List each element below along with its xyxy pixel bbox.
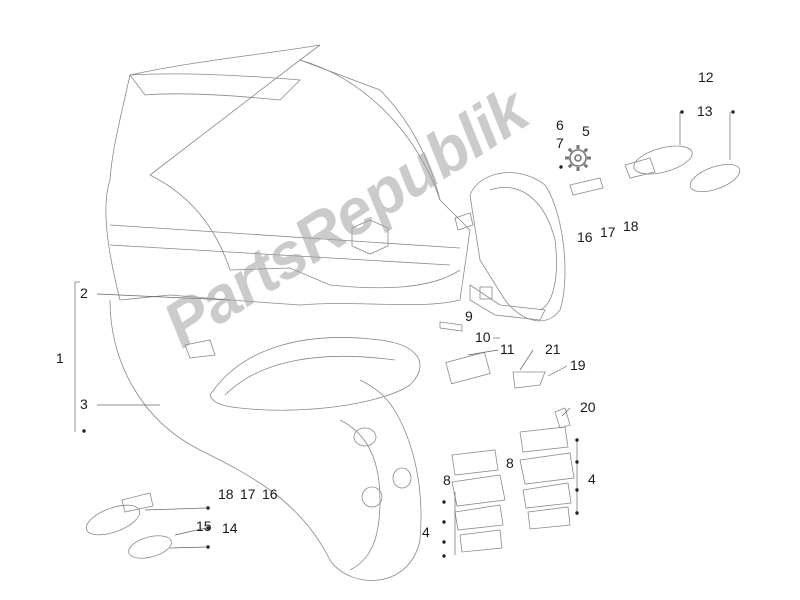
callout-2: 2 <box>80 285 88 301</box>
callout-10: 10 <box>475 329 491 345</box>
rear-light-housing <box>469 172 566 322</box>
bulb-5-7 <box>454 212 474 231</box>
callout-18-right: 18 <box>623 218 639 234</box>
callout-21: 21 <box>545 341 561 357</box>
bulb-socket-lower-left <box>121 492 154 513</box>
bracket-clip <box>479 286 493 300</box>
callout-4-left: 4 <box>422 524 430 540</box>
windshield-top <box>129 73 301 101</box>
bulbs-16-18 <box>569 177 604 196</box>
front-shield-outline <box>105 44 471 306</box>
callout-16-left: 16 <box>262 486 278 502</box>
callout-9: 9 <box>465 308 473 324</box>
fender-hole-3 <box>361 486 383 508</box>
callout-18-left: 18 <box>218 486 234 502</box>
headlight-lens-line <box>224 355 396 396</box>
fender-hole-1 <box>353 427 377 447</box>
turn-signal-lens-12 <box>633 145 693 175</box>
callout-3: 3 <box>80 396 88 412</box>
callout-11: 11 <box>500 341 515 357</box>
turn-signal-lens-14 <box>128 535 172 559</box>
rear-light-bracket <box>469 284 546 321</box>
callout-7: 7 <box>556 135 564 151</box>
bulb-socket-left <box>184 339 216 359</box>
clip-21-19 <box>512 371 546 389</box>
gear-icon <box>565 145 591 171</box>
reflector-11 <box>445 351 491 385</box>
turn-signal-lens-15 <box>85 504 141 536</box>
callout-16-right: 16 <box>577 229 593 245</box>
callout-12: 12 <box>698 69 714 85</box>
callout-1: 1 <box>56 350 64 366</box>
screw-10 <box>439 321 463 332</box>
callout-13: 13 <box>697 103 713 119</box>
callout-dots <box>82 110 735 558</box>
rear-light-lens <box>489 187 557 311</box>
callout-8-left: 8 <box>443 472 451 488</box>
screw-20 <box>554 407 571 429</box>
stripe-upper <box>109 224 461 249</box>
plate-bracket-right <box>519 426 575 530</box>
leader-lines <box>74 112 731 555</box>
callout-4-right: 4 <box>588 471 596 487</box>
callout-17-left: 17 <box>240 486 256 502</box>
upper-face <box>149 59 441 201</box>
callout-19: 19 <box>570 357 586 373</box>
headlight-cover-upper <box>149 174 461 289</box>
front-fender <box>109 299 422 581</box>
callout-8-right: 8 <box>506 455 514 471</box>
hex-emblem <box>351 219 389 255</box>
fender-hole-2 <box>392 467 412 489</box>
callout-20: 20 <box>580 399 596 415</box>
stripe-lower <box>109 244 451 266</box>
callout-6: 6 <box>556 117 564 133</box>
bulb-socket-right <box>624 157 656 179</box>
callout-14: 14 <box>222 520 238 536</box>
callout-5: 5 <box>582 123 590 139</box>
turn-signal-lens-13 <box>689 163 741 193</box>
callout-17-right: 17 <box>600 224 616 240</box>
plate-bracket-left <box>451 449 506 553</box>
fender-inner <box>339 419 381 571</box>
callout-15: 15 <box>196 518 212 534</box>
headlight-assembly <box>209 337 421 411</box>
